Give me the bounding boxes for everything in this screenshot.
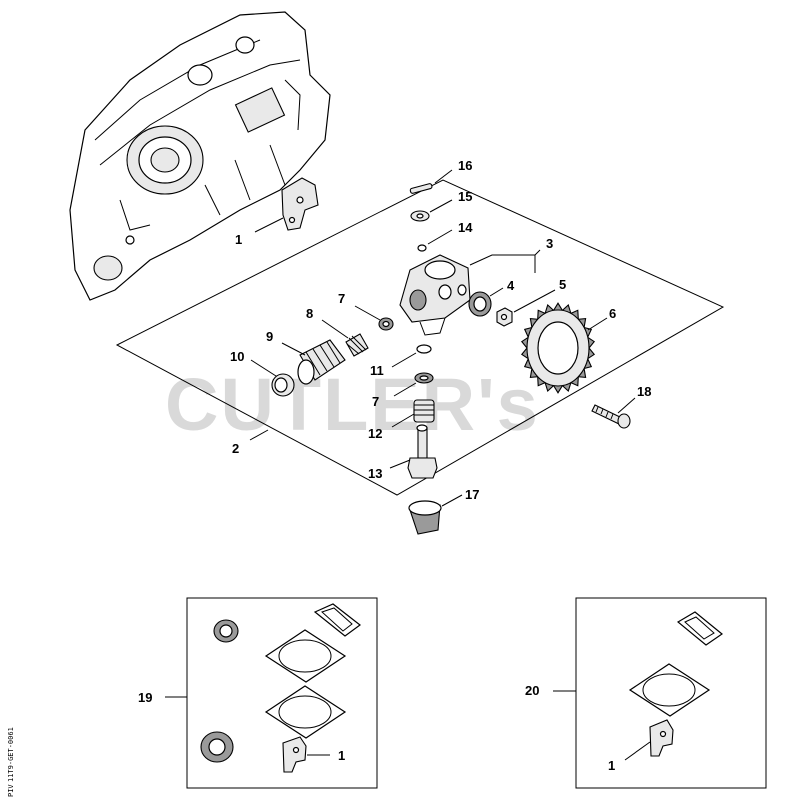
part-3-pump-housing: [399, 254, 471, 336]
callout-1-kit20: 1: [608, 758, 615, 773]
callout-3: 3: [546, 236, 553, 251]
callout-9: 9: [266, 329, 273, 344]
callout-2: 2: [232, 441, 239, 456]
part-16-pin: [409, 183, 433, 194]
callout-6: 6: [609, 306, 616, 321]
part-9-worm-shaft: [297, 339, 346, 385]
callout-7-lower: 7: [372, 394, 379, 409]
kit-19-muffler-gasket: [313, 603, 361, 637]
kit-19-box: [186, 597, 378, 789]
kit-19-seal-large: [200, 731, 234, 763]
oil-pump-assembly-outline: [115, 179, 725, 496]
callout-1-kit19: 1: [338, 748, 345, 763]
kit-19-seal-small: [213, 619, 239, 643]
part-4-seal-ring: [468, 291, 492, 317]
drawing-code-small: PIV: [7, 784, 15, 797]
part-18-screw: [591, 404, 631, 429]
callout-15: 15: [458, 189, 472, 204]
callout-4: 4: [507, 278, 515, 293]
callout-12: 12: [368, 426, 382, 441]
kit-20-box: [575, 597, 767, 789]
callout-7-upper: 7: [338, 291, 345, 306]
part-5-nut: [496, 307, 513, 327]
kit-19-bracket: [282, 736, 307, 773]
crankcase-housing: [69, 11, 331, 301]
callout-8: 8: [306, 306, 313, 321]
kit-20-gasket-large: [628, 663, 711, 717]
kit-20-bracket: [649, 719, 674, 757]
drawing-code: 11T9-GET-0061: [7, 727, 15, 782]
callout-14: 14: [458, 220, 473, 235]
callout-17: 17: [465, 487, 479, 502]
watermark: CUTLER's: [165, 363, 540, 446]
part-8-spring: [345, 333, 369, 357]
callout-1-top: 1: [235, 232, 242, 247]
part-7-oring-lower: [414, 372, 434, 384]
part-10-cap: [271, 373, 295, 397]
callout-11: 11: [370, 363, 384, 378]
part-14-ring: [417, 244, 427, 252]
callout-20: 20: [525, 683, 539, 698]
kit-19-gasket-large-upper: [264, 629, 347, 683]
part-15-washer: [410, 210, 430, 222]
part-13-plunger: [407, 424, 438, 479]
callout-18: 18: [637, 384, 651, 399]
callout-16: 16: [458, 158, 472, 173]
part-1-bracket: [281, 177, 319, 231]
part-6-sprocket: [520, 302, 596, 394]
callout-5: 5: [559, 277, 566, 292]
part-12-spring: [413, 399, 435, 423]
callout-10: 10: [230, 349, 244, 364]
callout-19: 19: [138, 690, 152, 705]
callout-13: 13: [368, 466, 382, 481]
kit-19-gasket-large-lower: [264, 685, 347, 739]
part-11-ring: [416, 344, 432, 354]
part-7-oring-upper: [378, 317, 394, 331]
part-17-bushing: [408, 500, 442, 535]
kit-20-muffler-gasket: [676, 611, 723, 646]
